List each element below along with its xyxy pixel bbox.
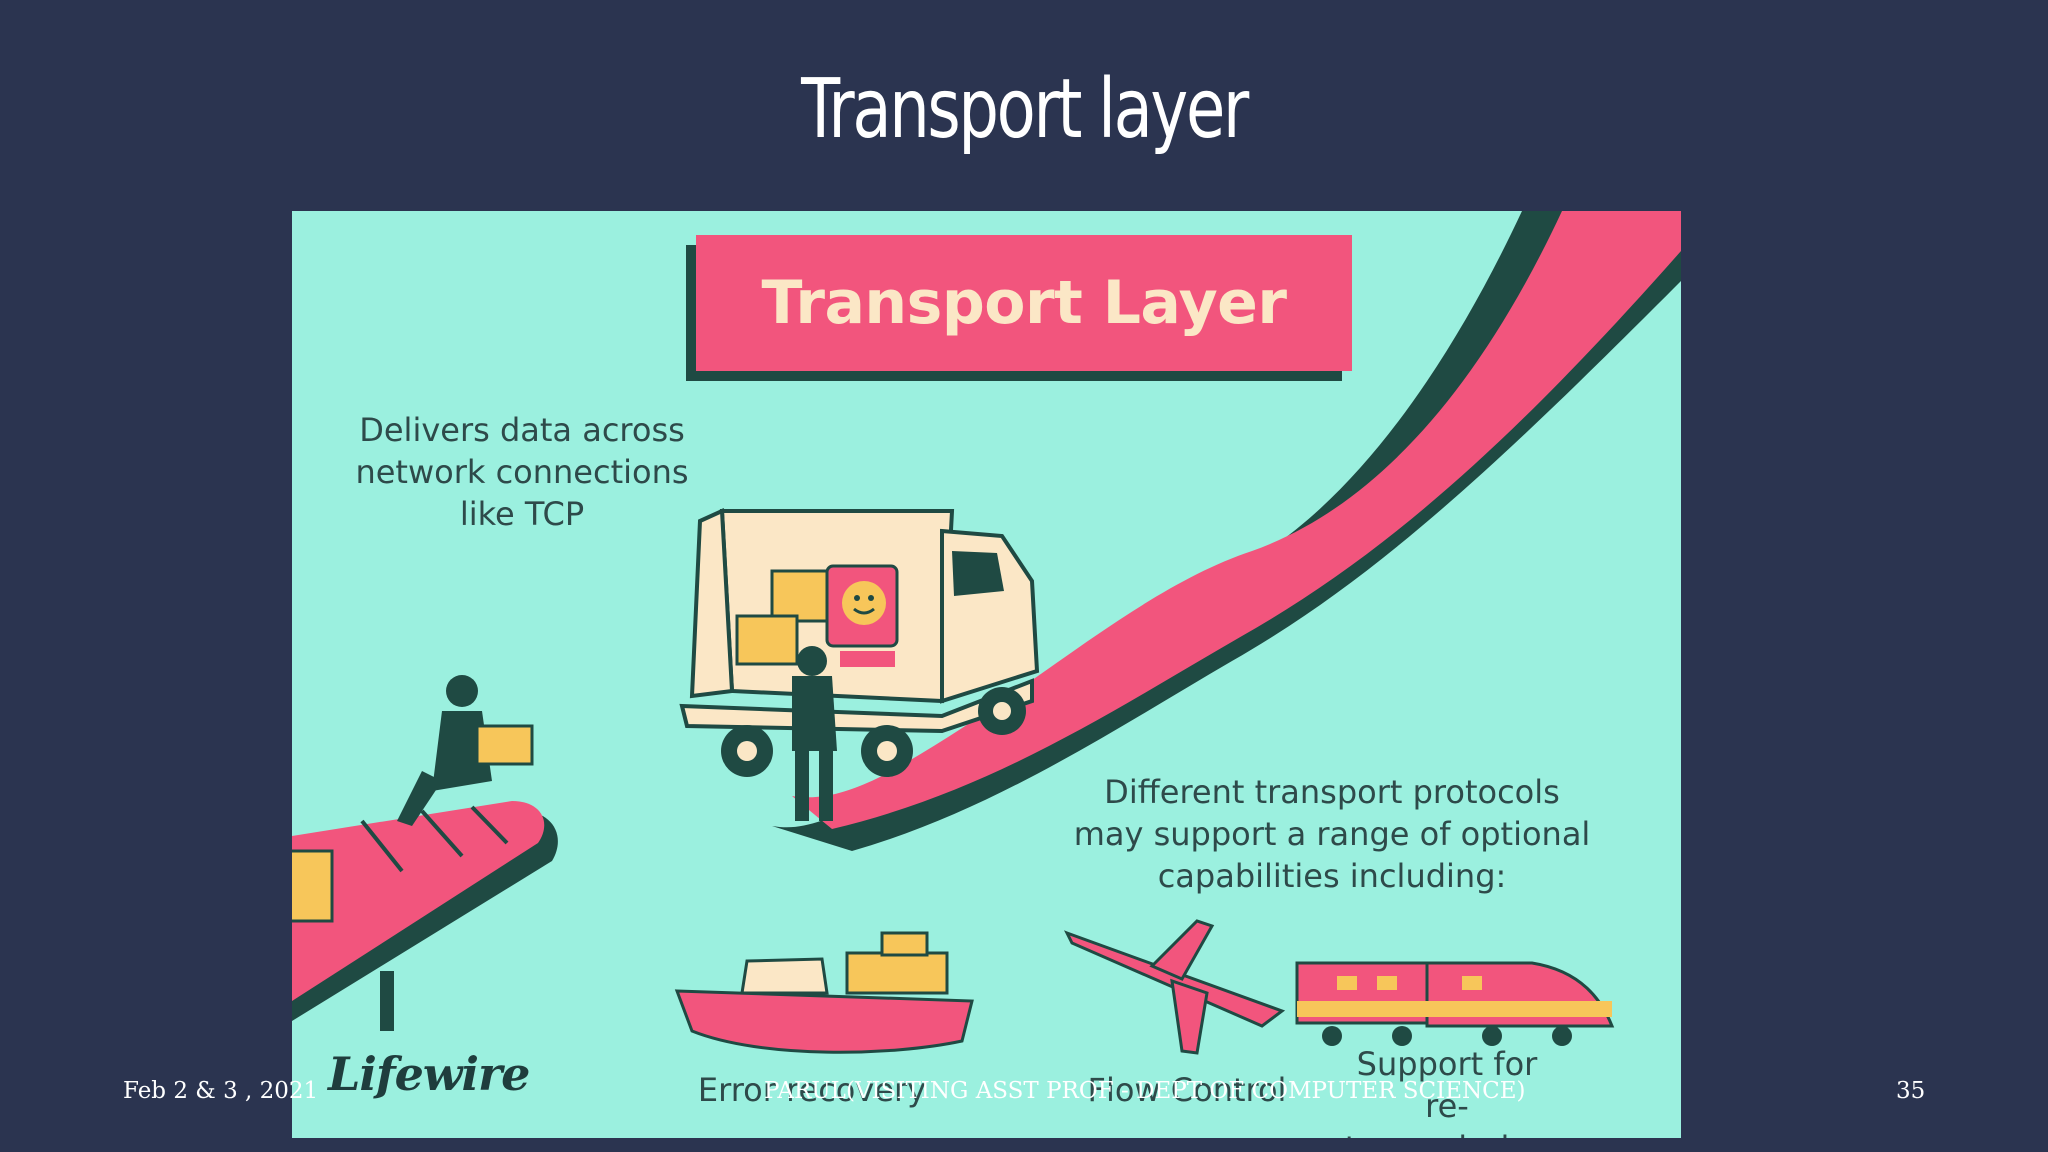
- train-icon: [1295, 961, 1615, 1046]
- road-shadow: [772, 211, 1681, 851]
- protocols-text: Different transport protocols may suppor…: [1052, 771, 1612, 897]
- footer-date: Feb 2 & 3 , 2021: [123, 1078, 319, 1104]
- delivery-truck-icon: [679, 507, 1040, 777]
- delivers-line: Delivers data across: [359, 411, 685, 449]
- protocols-line: may support a range of optional: [1073, 815, 1591, 853]
- delivers-text: Delivers data across network connections…: [332, 409, 712, 535]
- retransmission-label: Support for re-transmission: [1345, 1045, 1549, 1138]
- truck-worker-icon: [792, 646, 837, 821]
- footer-author: PARUL(VISITING ASST PROF - DEPT OF COMPU…: [764, 1078, 1526, 1104]
- page-number: 35: [1896, 1078, 1926, 1104]
- error-recovery-label: Error recovery: [697, 1071, 927, 1109]
- road: [792, 211, 1681, 829]
- protocols-line: capabilities including:: [1157, 857, 1507, 895]
- transport-layer-banner: Transport Layer: [696, 235, 1352, 371]
- cargo-ship-icon: [674, 931, 974, 1054]
- delivers-line: like TCP: [459, 495, 585, 533]
- airplane-icon: [1063, 919, 1286, 1055]
- slide-title: Transport layer: [801, 62, 1249, 157]
- flow-control-label: Flow Control: [1087, 1071, 1287, 1109]
- worker-icon: [397, 675, 534, 826]
- transport-layer-illustration: Transport Layer Delivers data across net…: [292, 211, 1681, 1138]
- lifewire-logo: Lifewire: [328, 1047, 530, 1101]
- illustration-artwork: [292, 211, 1681, 1055]
- smiley-monitor-icon: [825, 564, 899, 667]
- protocols-line: Different transport protocols: [1104, 773, 1560, 811]
- delivers-line: network connections: [355, 453, 689, 491]
- banner-title: Transport Layer: [761, 268, 1287, 338]
- conveyor-belt-icon: [292, 801, 558, 1031]
